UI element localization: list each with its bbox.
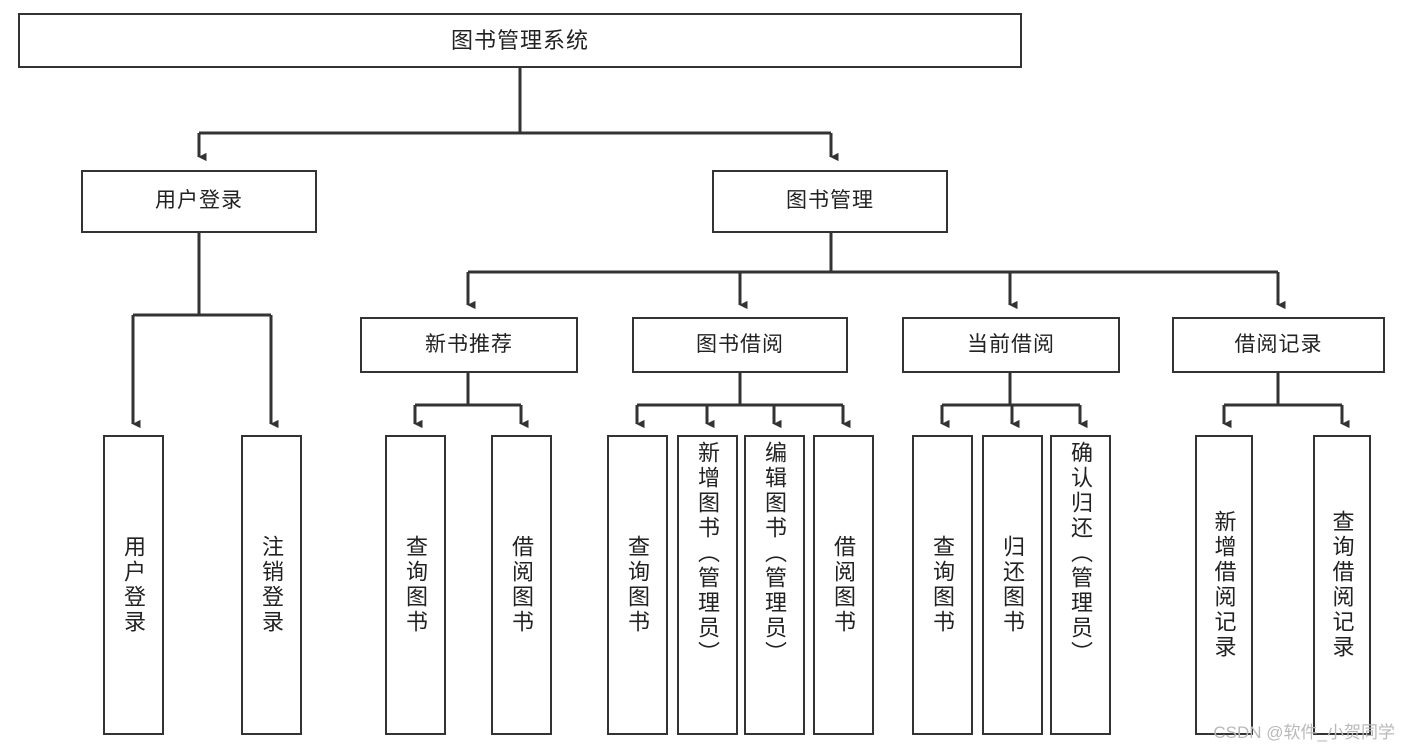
leaf-borrow-book-1-label: 借阅图书 [509,535,535,635]
node-book-borrow-label: 图书借阅 [696,332,784,356]
leaf-add-borrow-record[interactable]: 新增借阅记录 [1195,435,1253,735]
leaf-query-borrow-record-label: 查询借阅记录 [1329,510,1355,660]
leaf-user-logout[interactable]: 注销登录 [241,435,302,735]
leaf-add-book-label: 新增图书（管理员） [695,441,721,666]
node-book-management[interactable]: 图书管理 [712,170,948,233]
leaf-query-book-2-label: 查询图书 [625,535,651,635]
node-root[interactable]: 图书管理系统 [18,13,1022,68]
node-current-borrow-label: 当前借阅 [967,332,1055,356]
node-user-login[interactable]: 用户登录 [81,170,317,233]
leaf-user-login-label: 用户登录 [121,535,147,635]
node-current-borrow[interactable]: 当前借阅 [902,317,1120,373]
leaf-borrow-book-2-label: 借阅图书 [831,535,857,635]
leaf-query-borrow-record[interactable]: 查询借阅记录 [1313,435,1371,735]
leaf-query-book-1-label: 查询图书 [403,535,429,635]
leaf-borrow-book-1[interactable]: 借阅图书 [491,435,552,735]
leaf-query-book-1[interactable]: 查询图书 [385,435,446,735]
leaf-confirm-return-label: 确认归还（管理员） [1068,441,1094,666]
node-user-login-label: 用户登录 [155,189,243,213]
leaf-return-book-label: 归还图书 [1000,535,1026,635]
leaf-return-book[interactable]: 归还图书 [982,435,1043,735]
leaf-edit-book[interactable]: 编辑图书（管理员） [744,435,805,735]
node-new-book-recommend-label: 新书推荐 [425,332,513,356]
node-borrow-record[interactable]: 借阅记录 [1172,317,1385,373]
leaf-edit-book-label: 编辑图书（管理员） [762,441,788,666]
node-new-book-recommend[interactable]: 新书推荐 [360,317,578,373]
node-root-label: 图书管理系统 [450,27,589,53]
leaf-query-book-2[interactable]: 查询图书 [607,435,668,735]
leaf-query-book-3[interactable]: 查询图书 [912,435,973,735]
node-book-borrow[interactable]: 图书借阅 [632,317,848,373]
leaf-add-borrow-record-label: 新增借阅记录 [1211,510,1237,660]
leaf-confirm-return[interactable]: 确认归还（管理员） [1050,435,1111,735]
node-borrow-record-label: 借阅记录 [1234,332,1323,356]
leaf-user-logout-label: 注销登录 [259,535,285,635]
leaf-user-login[interactable]: 用户登录 [103,435,164,735]
leaf-borrow-book-2[interactable]: 借阅图书 [813,435,874,735]
leaf-query-book-3-label: 查询图书 [930,535,956,635]
node-book-management-label: 图书管理 [786,189,874,213]
leaf-add-book[interactable]: 新增图书（管理员） [677,435,738,735]
